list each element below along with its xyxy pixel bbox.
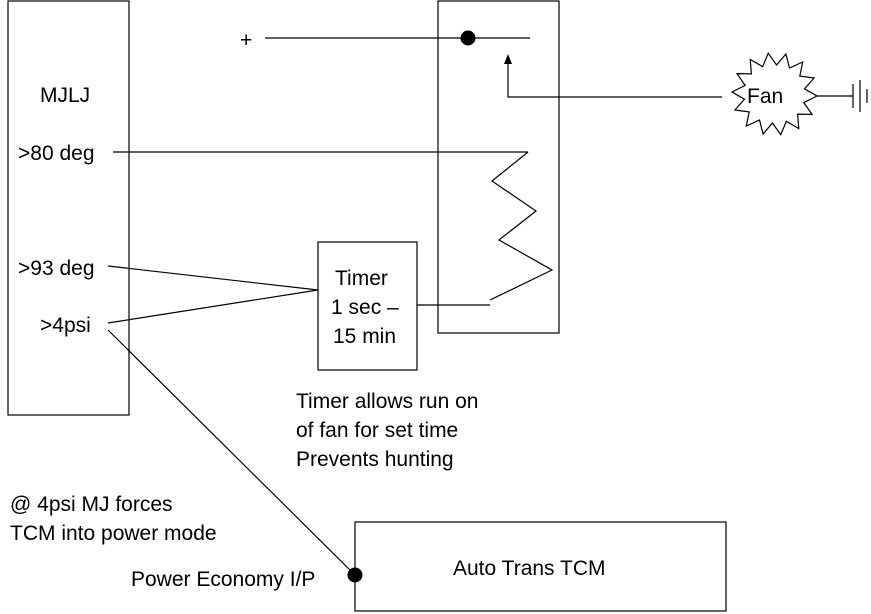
fan-label: Fan <box>747 85 783 108</box>
output-80deg-label: >80 deg <box>18 142 95 165</box>
tcm-label: Auto Trans TCM <box>453 557 606 580</box>
tcm-input-terminal-dot <box>347 567 363 583</box>
supply-plus-label: + <box>240 29 252 52</box>
timer-note-line-2: of fan for set time <box>296 419 458 442</box>
controller-name: MJLJ <box>40 84 90 107</box>
psi-note-line-2: TCM into power mode <box>10 522 217 545</box>
timer-range-end: 15 min <box>333 325 396 348</box>
psi-note-line-1: @ 4psi MJ forces <box>10 493 173 516</box>
switch-arrow-icon <box>504 54 512 64</box>
tcm-box <box>354 521 727 612</box>
wire-4psi-to-timer <box>107 289 319 324</box>
wire-93deg-to-timer <box>107 265 319 291</box>
fan-starburst-icon <box>730 52 819 136</box>
timer-box <box>317 241 418 371</box>
timer-title: Timer <box>335 267 388 290</box>
relay-switch-arm <box>507 64 722 98</box>
output-93deg-label: >93 deg <box>18 257 95 280</box>
output-4psi-label: >4psi <box>40 314 91 337</box>
timer-range-start: 1 sec – <box>331 296 399 319</box>
relay-coil <box>489 151 554 301</box>
timer-note-line-3: Prevents hunting <box>296 448 454 471</box>
relay-box <box>437 0 560 334</box>
timer-note-line-1: Timer allows run on <box>296 390 478 413</box>
mjlj-controller-box <box>7 0 130 416</box>
wire-4psi-to-tcm <box>107 329 356 576</box>
tcm-input-label: Power Economy I/P <box>131 568 315 591</box>
